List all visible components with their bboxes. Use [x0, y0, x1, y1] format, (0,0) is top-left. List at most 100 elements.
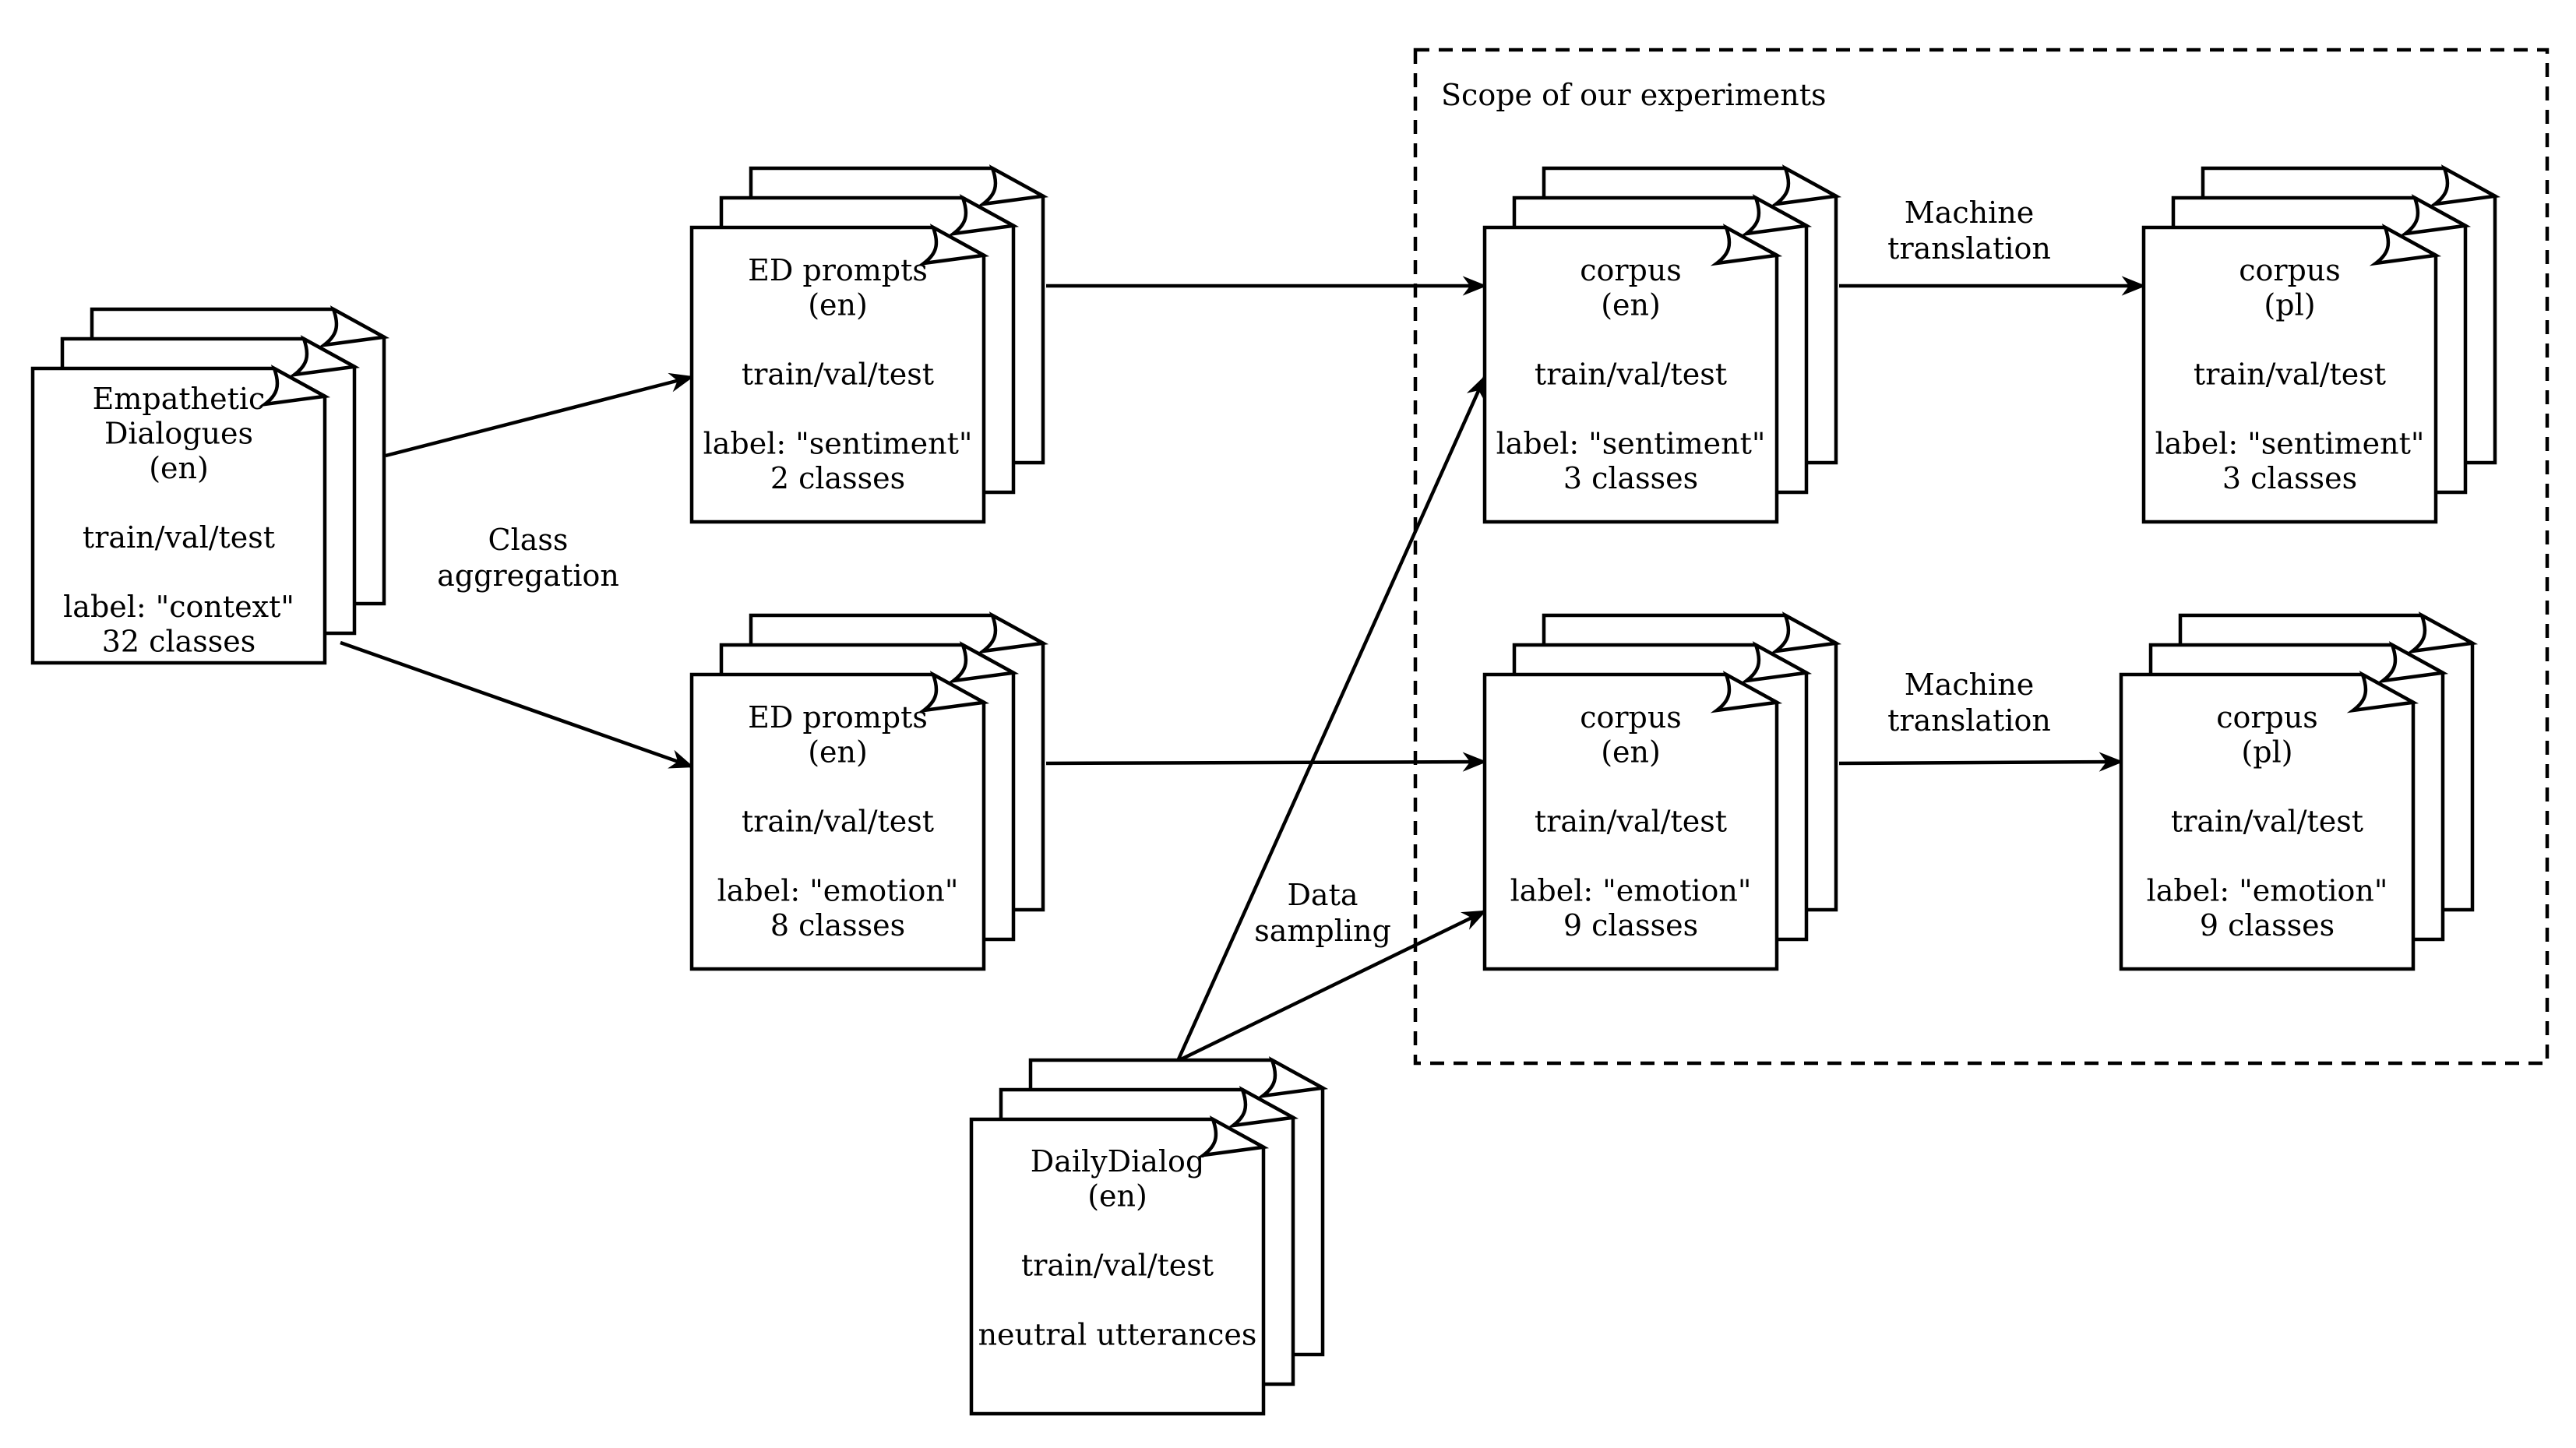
doc-folded-corner	[1739, 194, 1813, 237]
doc-line: (pl)	[2264, 288, 2315, 322]
doc-line: 3 classes	[2222, 461, 2357, 495]
doc-stack-corpus-pl-emotion: corpus(pl) train/val/test label: "emotion"…	[2119, 611, 2479, 971]
doc-stack-corpus-pl-sentiment: corpus(pl) train/val/test label: "sentimen…	[2141, 164, 2501, 524]
arrow-emotion-to-corpus-en	[1045, 752, 1488, 772]
arrow-ed-to-emotion	[340, 640, 694, 769]
doc-line: train/val/test	[1021, 1249, 1214, 1283]
doc-folded-corner	[946, 194, 1020, 237]
doc-line: ED prompts	[748, 253, 928, 287]
doc-folded-corner	[2369, 224, 2442, 266]
doc-folded-corner	[2376, 641, 2449, 684]
edge-label-line: translation	[1887, 231, 2051, 266]
document-stacks: EmpatheticDialogues(en)train/val/testlab…	[30, 164, 2501, 1416]
edge-label-line: aggregation	[437, 558, 619, 593]
edges	[340, 276, 2147, 1063]
doc-sheet	[1482, 672, 1779, 971]
doc-line: (pl)	[2241, 735, 2292, 770]
arrow-mt-emotion	[1838, 752, 2124, 772]
doc-line: DailyDialog	[1031, 1144, 1205, 1178]
doc-sheet	[689, 225, 986, 524]
doc-folded-corner	[1769, 164, 1842, 207]
arrow-ed-to-sentiment	[385, 372, 695, 458]
doc-folded-corner	[2405, 611, 2479, 654]
doc-line: (en)	[1601, 735, 1661, 770]
experiments-scope-box	[1413, 48, 2550, 1066]
edge-label-line: Machine	[1905, 668, 2034, 702]
doc-folded-corner	[1710, 671, 1783, 713]
doc-line: label: "emotion"	[2147, 874, 2388, 908]
doc-line: 9 classes	[2200, 908, 2335, 942]
doc-line: train/val/test	[742, 358, 934, 392]
doc-line: label: "sentiment"	[2155, 427, 2425, 461]
doc-line: corpus	[2216, 700, 2318, 735]
doc-folded-corner	[2346, 671, 2419, 713]
doc-line: label: "context"	[63, 590, 294, 624]
doc-line: Empathetic	[93, 382, 266, 416]
doc-line: 9 classes	[1563, 908, 1698, 942]
doc-line: train/val/test	[2194, 358, 2386, 392]
doc-line: train/val/test	[1535, 805, 1727, 839]
doc-sheet	[969, 1117, 1266, 1416]
doc-line: 32 classes	[102, 625, 256, 659]
doc-folded-corner	[1739, 641, 1813, 684]
doc-folded-corner	[917, 671, 990, 713]
doc-line: label: "sentiment"	[1496, 427, 1766, 461]
doc-stack-corpus-en-emotion: corpus(en) train/val/test label: "emotion"…	[1482, 611, 1842, 971]
doc-line: neutral utterances	[978, 1318, 1257, 1352]
doc-line: train/val/test	[83, 520, 275, 555]
doc-line: 2 classes	[770, 461, 905, 495]
doc-folded-corner	[976, 164, 1049, 207]
doc-line: (en)	[808, 288, 868, 322]
doc-folded-corner	[2398, 194, 2472, 237]
edge-label-line: Data	[1287, 878, 1358, 912]
doc-sheet	[2141, 225, 2438, 524]
edge-label-line: translation	[1887, 703, 2051, 738]
doc-sheet	[2119, 672, 2416, 971]
edge-label-line: Machine	[1905, 196, 2034, 230]
doc-sheet	[689, 672, 986, 971]
doc-folded-corner	[258, 365, 331, 407]
doc-line: ED prompts	[748, 700, 928, 735]
doc-line: train/val/test	[2171, 805, 2363, 839]
doc-folded-corner	[1256, 1056, 1329, 1099]
doc-folded-corner	[976, 611, 1049, 654]
doc-sheet	[1482, 225, 1779, 524]
doc-stack-corpus-en-sentiment: corpus(en) train/val/test label: "sentimen…	[1482, 164, 1842, 524]
edge-label-line: sampling	[1254, 914, 1391, 948]
doc-folded-corner	[1226, 1086, 1299, 1129]
doc-folded-corner	[2428, 164, 2501, 207]
doc-folded-corner	[1769, 611, 1842, 654]
doc-line: 8 classes	[770, 908, 905, 942]
arrow-dailydialog-to-emotion	[1177, 909, 1487, 1063]
doc-line: train/val/test	[1535, 358, 1727, 392]
doc-line: (en)	[149, 451, 209, 485]
doc-line: corpus	[1580, 253, 1682, 287]
edge-label-line: Class	[488, 523, 569, 557]
doc-line: (en)	[1601, 288, 1661, 322]
doc-sheet	[30, 366, 327, 665]
arrow-dailydialog-to-sentiment	[1175, 375, 1487, 1062]
edge-labels: ClassaggregationDatasamplingMachinetrans…	[437, 196, 2051, 948]
doc-line: label: "emotion"	[717, 874, 959, 908]
doc-line: corpus	[2239, 253, 2341, 287]
doc-line: train/val/test	[742, 805, 934, 839]
doc-line: corpus	[1580, 700, 1682, 735]
doc-folded-corner	[317, 305, 390, 348]
doc-line: 3 classes	[1563, 461, 1698, 495]
doc-folded-corner	[287, 335, 361, 378]
doc-folded-corner	[1196, 1115, 1270, 1158]
experiments-scope-label: Scope of our experiments	[1441, 78, 1827, 112]
doc-line: Dialogues	[104, 417, 253, 451]
doc-folded-corner	[1710, 224, 1783, 266]
doc-folded-corner	[917, 224, 990, 266]
doc-line: label: "emotion"	[1510, 874, 1752, 908]
